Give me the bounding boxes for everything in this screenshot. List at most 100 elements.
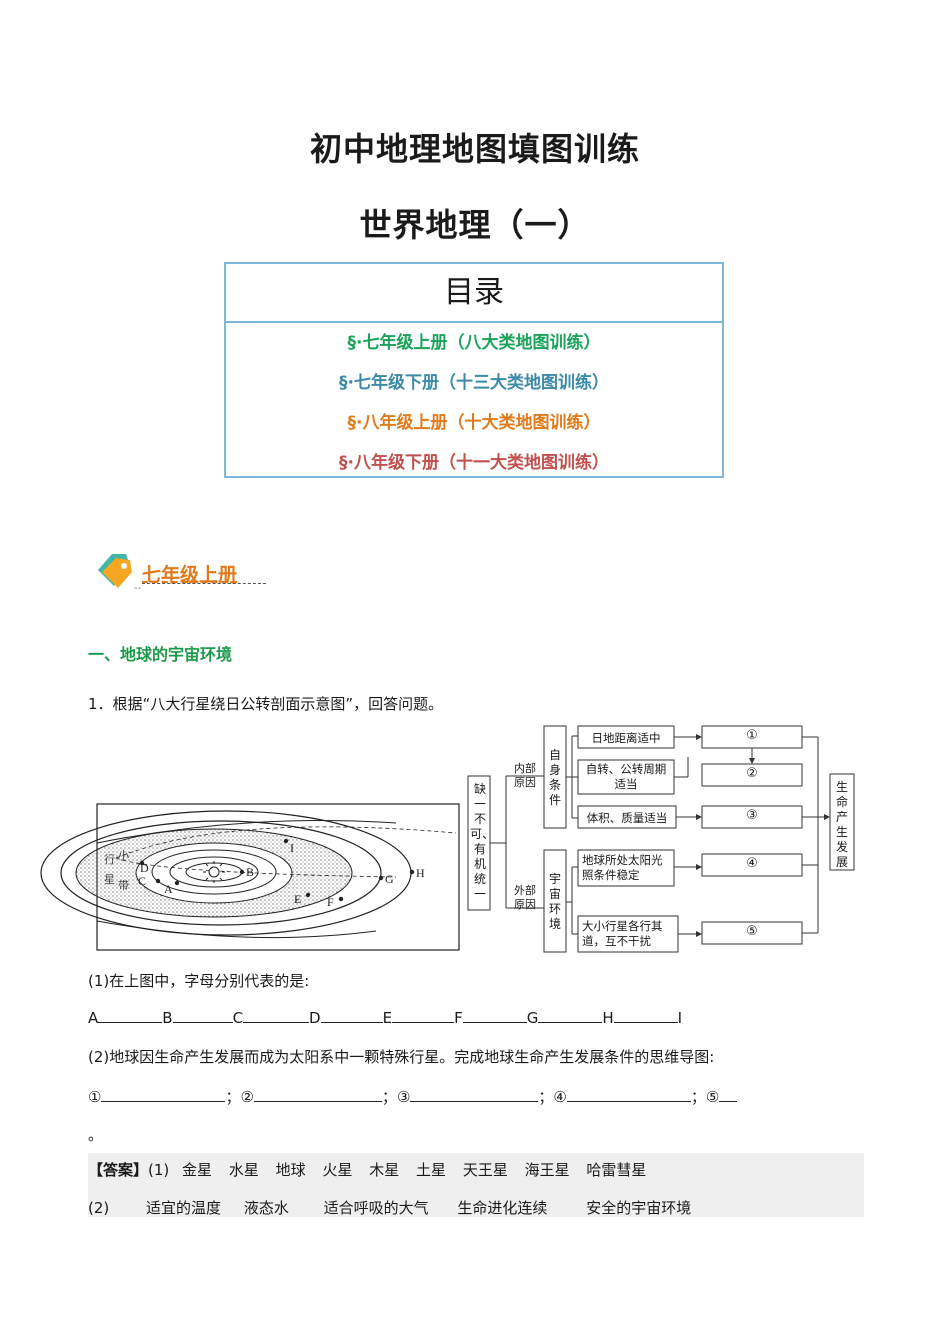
mindmap-result-2: ② — [746, 766, 758, 781]
mindmap-result-5: ⑤ — [746, 924, 758, 939]
mindmap-cond-4: 地球所处太阳光照条件稳定 — [582, 853, 663, 882]
question-1: 1．根据“八大行星绕日公转剖面示意图”，回答问题。 — [88, 695, 444, 713]
answer-item: 地球 — [275, 1161, 306, 1179]
belt-label-4: 带 — [118, 879, 129, 892]
blank-A[interactable] — [98, 1008, 163, 1023]
mark-3: ③ — [396, 1088, 411, 1106]
separator: ； — [381, 1088, 397, 1106]
section-mark: -- — [134, 583, 142, 594]
blank-H[interactable] — [613, 1008, 678, 1023]
answer-item: 金星 — [182, 1161, 213, 1179]
mindmap-cond-5: 大小行星各行其道，互不干扰 — [582, 919, 663, 948]
mindmap-outer: 外部原因 — [514, 884, 536, 911]
orbit-diagram: B A C D E F G H I 行 星 小 带 — [40, 803, 460, 955]
belt-label-2: 星 — [104, 873, 115, 886]
mindmap-result-3: ③ — [746, 808, 758, 823]
toc-item-2[interactable]: §·七年级下册（十三大类地图训练） — [339, 373, 609, 393]
answer-item: 天王星 — [462, 1161, 508, 1179]
answer-item: 适合呼吸的大气 — [323, 1199, 429, 1217]
mindmap-self: 自身条件 — [548, 748, 561, 807]
mindmap-root: 缺一不可、有机统一 — [470, 782, 495, 901]
mindmap-cond-3: 体积、质量适当 — [586, 811, 668, 825]
letter-E: E — [382, 1009, 393, 1027]
answer-item: 海王星 — [524, 1161, 570, 1179]
letter-B: B — [162, 1009, 173, 1027]
letters-fill-row: A B C D E F G H I — [88, 1008, 682, 1027]
orbit-label-C: C — [138, 874, 146, 888]
answer-item: 安全的宇宙环境 — [586, 1199, 692, 1217]
question-1-part-1: (1)在上图中，字母分别代表的是: — [88, 972, 310, 990]
answer-part-1: (1) — [148, 1161, 170, 1179]
separator: ； — [225, 1088, 241, 1106]
answer-row-2: (2) 适宜的温度 液态水 适合呼吸的大气 生命进化连续 安全的宇宙环境 — [88, 1197, 691, 1218]
mind-map: 缺一不可、有机统一 内部原因 外部原因 自身条件 宇宙环境 日地距离适中 自转、… — [466, 722, 858, 962]
mark-4: ④ — [553, 1088, 567, 1106]
answer-item: 生命进化连续 — [457, 1199, 548, 1217]
belt-label-3: 小 — [118, 849, 129, 862]
blank-G[interactable] — [538, 1008, 603, 1023]
blank-C[interactable] — [243, 1008, 310, 1023]
letter-H: H — [602, 1009, 614, 1027]
question-1-part-2: (2)地球因生命产生发展而成为太阳系中一颗特殊行星。完成地球生命产生发展条件的思… — [88, 1048, 715, 1066]
toc-item-4[interactable]: §·八年级下册（十一大类地图训练） — [339, 453, 609, 473]
mindmap-result-1: ① — [746, 728, 758, 743]
blank-3[interactable] — [410, 1087, 539, 1102]
answer-part-2: (2) — [88, 1199, 110, 1217]
blank-E[interactable] — [392, 1008, 455, 1023]
sentence-end: 。 — [88, 1126, 104, 1144]
page-title: 初中地理地图填图训练 — [309, 130, 640, 168]
mindmap-cond-2: 自转、公转周期适当 — [585, 762, 667, 791]
mindmap-fill-row: ①；②；③；④；⑤ — [88, 1086, 738, 1107]
answer-block — [88, 1153, 864, 1217]
letter-G: G — [526, 1009, 539, 1027]
toc-item-3[interactable]: §·八年级上册（十大类地图训练） — [347, 413, 601, 433]
tag-icon — [92, 548, 136, 592]
orbit-label-E: E — [294, 892, 301, 906]
table-of-contents: 目录 §·七年级上册（八大类地图训练） §·七年级下册（十三大类地图训练） §·… — [224, 262, 724, 478]
page-subtitle: 世界地理（一） — [359, 206, 591, 244]
orbit-label-A: A — [164, 882, 173, 896]
blank-5[interactable] — [719, 1087, 738, 1102]
mark-1: ① — [88, 1088, 102, 1106]
separator: ； — [538, 1088, 554, 1106]
orbit-label-H: H — [416, 866, 425, 880]
answer-label: 【答案】 — [88, 1161, 149, 1179]
toc-heading: 目录 — [226, 264, 722, 323]
blank-D[interactable] — [320, 1008, 383, 1023]
blank-1[interactable] — [101, 1087, 226, 1102]
mindmap-inner: 内部原因 — [514, 762, 536, 789]
orbit-label-G: G — [385, 872, 394, 886]
orbit-label-F: F — [327, 895, 334, 909]
toc-item-1[interactable]: §·七年级上册（八大类地图训练） — [347, 333, 601, 353]
letter-F: F — [454, 1009, 463, 1027]
separator: ； — [690, 1088, 706, 1106]
answer-item: 火星 — [322, 1161, 353, 1179]
mark-5: ⑤ — [705, 1088, 720, 1106]
mindmap-result-4: ④ — [746, 856, 758, 871]
blank-B[interactable] — [172, 1008, 233, 1023]
orbit-label-I: I — [290, 841, 294, 855]
answer-item: 哈雷彗星 — [586, 1161, 647, 1179]
belt-label-1: 行 — [104, 853, 115, 866]
mindmap-cosmic: 宇宙环境 — [548, 872, 561, 931]
orbit-label-D: D — [140, 861, 149, 875]
letter-C: C — [232, 1009, 244, 1027]
blank-2[interactable] — [253, 1087, 382, 1102]
answer-item: 水星 — [228, 1161, 259, 1179]
answer-item: 适宜的温度 — [146, 1199, 222, 1217]
letter-D: D — [309, 1009, 321, 1027]
blank-F[interactable] — [462, 1008, 527, 1023]
orbit-label-B: B — [246, 865, 254, 879]
mark-2: ② — [240, 1088, 254, 1106]
answer-item: 木星 — [369, 1161, 400, 1179]
blank-4[interactable] — [566, 1087, 691, 1102]
answer-row-1: 【答案】(1) 金星 水星 地球 火星 木星 土星 天王星 海王星 哈雷彗星 — [88, 1159, 646, 1180]
section-underline — [142, 583, 266, 584]
heading-earth-environment: 一、地球的宇宙环境 — [88, 645, 233, 664]
section-title: 七年级上册 — [142, 564, 238, 586]
answer-item: 土星 — [416, 1161, 447, 1179]
answer-item: 液态水 — [243, 1199, 289, 1217]
letter-A: A — [88, 1009, 99, 1027]
letter-I: I — [677, 1009, 683, 1027]
mindmap-final: 生命产生发展 — [835, 780, 848, 869]
